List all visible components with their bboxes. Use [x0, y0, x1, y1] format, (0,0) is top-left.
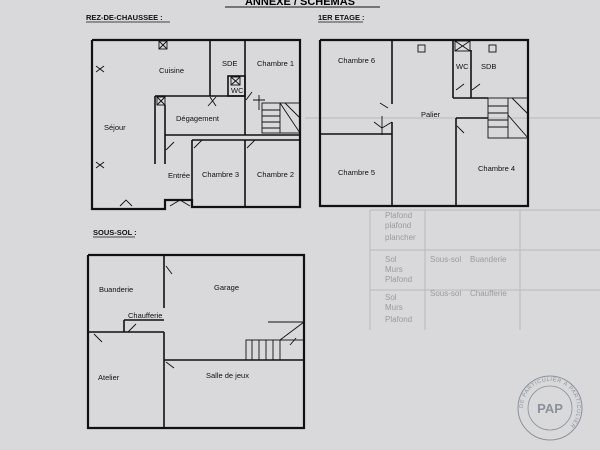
room-palier: Palier: [421, 110, 441, 119]
bg-cell-12: Plafond: [385, 315, 412, 324]
bg-cell-9: Sous-sol: [430, 289, 461, 298]
bg-cell-6: Sous-sol: [430, 255, 461, 264]
background-table: plafond plancher Plafond Sol Murs Plafon…: [305, 117, 600, 330]
plan-sous-sol: Buanderie Garage Chaufferie Atelier Sall…: [86, 253, 306, 430]
room-cuisine: Cuisine: [159, 66, 184, 75]
room-entree: Entrée: [168, 171, 190, 180]
room-chambre-2: Chambre 2: [257, 170, 294, 179]
bg-cell-0: plafond: [385, 221, 411, 230]
room-sejour: Séjour: [104, 123, 126, 132]
room-wc-etage: WC: [456, 62, 469, 71]
room-chambre-3: Chambre 3: [202, 170, 239, 179]
bg-cell-3: Sol: [385, 255, 397, 264]
stairs-sous-sol: [245, 321, 305, 361]
room-garage: Garage: [214, 283, 239, 292]
stairs-rdc: [261, 102, 301, 134]
room-salle-de-jeux: Salle de jeux: [206, 371, 249, 380]
room-chambre-4: Chambre 4: [478, 164, 515, 173]
plan-rdc: Cuisine SDE Chambre 1 WC Séjour Dégageme…: [90, 38, 302, 211]
bg-cell-7: Buanderie: [470, 255, 507, 264]
section-title-sous-sol: SOUS-SOL :: [93, 228, 137, 237]
room-chambre-1: Chambre 1: [257, 59, 294, 68]
section-title-rdc: REZ-DE-CHAUSSEE :: [86, 13, 163, 22]
room-chambre-5: Chambre 5: [338, 168, 375, 177]
room-buanderie: Buanderie: [99, 285, 133, 294]
room-sde: SDE: [222, 59, 237, 68]
bg-cell-5: Plafond: [385, 275, 412, 284]
page-title: ANNEXE / SCHÉMAS: [245, 0, 355, 8]
bg-cell-11: Murs: [385, 303, 403, 312]
section-title-etage: 1ER ETAGE :: [318, 13, 365, 22]
bg-cell-1: plancher: [385, 233, 416, 242]
stairs-etage: [487, 97, 529, 139]
stamp-logo: PAP: [537, 401, 563, 416]
room-degagement: Dégagement: [176, 114, 220, 123]
bg-cell-2: Plafond: [385, 211, 412, 220]
room-chambre-6: Chambre 6: [338, 56, 375, 65]
room-wc-rdc: WC: [231, 86, 244, 95]
room-chaufferie: Chaufferie: [128, 311, 162, 320]
plan-etage: Chambre 6 WC SDB Palier Chambre 5 Chambr…: [318, 38, 530, 208]
room-atelier: Atelier: [98, 373, 120, 382]
bg-cell-10: Sol: [385, 293, 397, 302]
bg-cell-4: Murs: [385, 265, 403, 274]
room-sdb: SDB: [481, 62, 496, 71]
bg-cell-8: Chaufferie: [470, 289, 507, 298]
pap-stamp: DE PARTICULIER À PARTICULIER PAP: [517, 375, 583, 441]
